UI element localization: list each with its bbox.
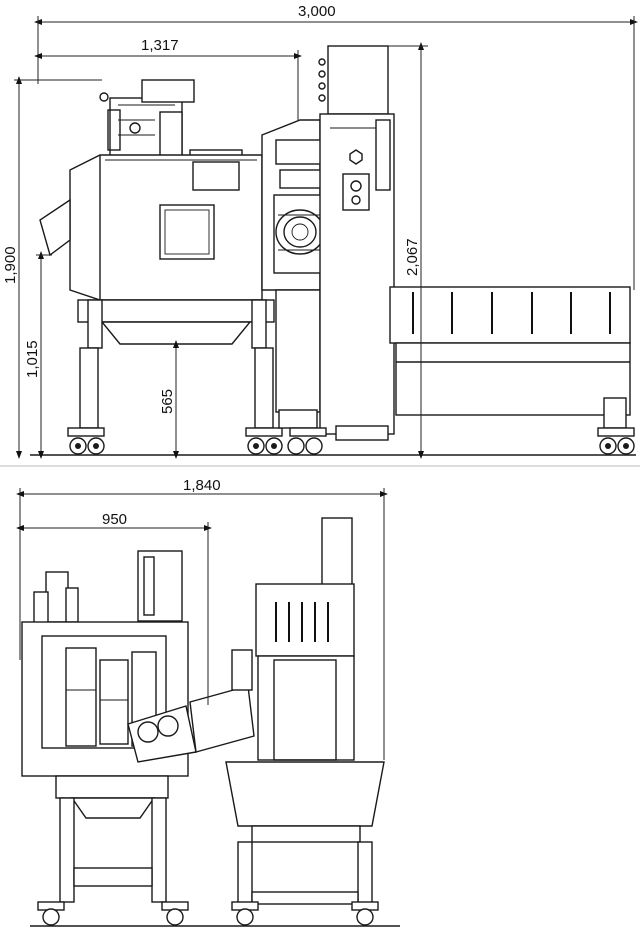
- side-dimensions: 3,000 1,317 1,900 1,015 565 2,067: [2, 3, 638, 459]
- dim-partial-length: 1,317: [141, 37, 179, 54]
- side-view: 3,000 1,317 1,900 1,015 565 2,067: [2, 3, 638, 459]
- dim-height-right: 2,067: [404, 238, 421, 276]
- front-view: 1,840 950: [16, 477, 400, 927]
- feeder-machine: [39, 79, 283, 455]
- front-dimensions: 1,840 950: [16, 477, 388, 760]
- dim-total-width: 1,840: [183, 477, 221, 494]
- dim-height-left: 1,900: [2, 246, 19, 284]
- cabinet-front: [225, 517, 385, 926]
- connecting-chute: [127, 649, 255, 763]
- conveyor-unit: [261, 119, 327, 429]
- collection-bin: [287, 286, 635, 455]
- dim-partial-width: 950: [102, 511, 127, 528]
- caster-group: [67, 427, 105, 455]
- dim-height-hopper: 565: [159, 389, 176, 414]
- dim-height-inner: 1,015: [24, 340, 41, 378]
- dim-total-length: 3,000: [298, 3, 336, 20]
- tall-cabinet: [318, 45, 395, 441]
- caster-group: [245, 427, 283, 455]
